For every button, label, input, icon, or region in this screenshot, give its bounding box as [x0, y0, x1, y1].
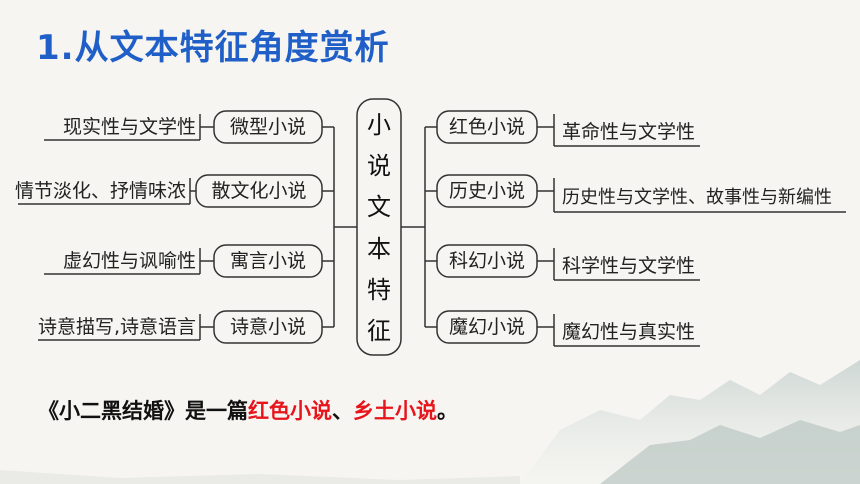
- summary-sentence: 《小二黑结婚》是一篇红色小说、乡土小说。: [38, 395, 458, 425]
- right-leaf-1: 革命性与文学性: [562, 121, 696, 143]
- left-leaf-4: 诗意描写,诗意语言: [37, 316, 196, 338]
- left-node-2: 散文化小说: [211, 180, 307, 202]
- right-leaf-3: 科学性与文学性: [562, 255, 696, 277]
- right-node-4: 魔幻小说: [448, 316, 525, 338]
- sentence-separator: 、: [332, 399, 353, 423]
- left-node-3: 寓言小说: [229, 250, 306, 272]
- left-leaf-2: 情节淡化、抒情味浓: [14, 180, 186, 202]
- right-node-3: 科幻小说: [448, 250, 525, 272]
- left-node-4: 诗意小说: [229, 316, 306, 338]
- highlight-rural-novel: 乡土小说: [353, 399, 437, 423]
- right-node-2: 历史小说: [448, 180, 525, 202]
- page-title: 1.从文本特征角度赏析: [36, 28, 390, 68]
- center-char: 文: [367, 193, 391, 222]
- center-char: 本: [367, 234, 391, 263]
- highlight-red-novel: 红色小说: [248, 399, 332, 423]
- right-node-1: 红色小说: [448, 116, 525, 138]
- center-char: 征: [367, 317, 391, 346]
- right-leaf-4: 魔幻性与真实性: [562, 321, 696, 343]
- center-char: 特: [367, 275, 391, 304]
- center-char: 小: [367, 110, 391, 139]
- sentence-part: 《小二黑结婚》是一篇: [38, 399, 248, 423]
- right-leaf-2: 历史性与文学性、故事性与新编性: [562, 187, 832, 208]
- center-char: 说: [367, 151, 391, 180]
- center-label: 小 说 文 本 特 征: [359, 104, 399, 352]
- sentence-end: 。: [437, 399, 458, 423]
- left-leaf-3: 虚幻性与讽喻性: [62, 250, 196, 272]
- left-node-1: 微型小说: [229, 116, 306, 138]
- left-leaf-1: 现实性与文学性: [62, 116, 196, 138]
